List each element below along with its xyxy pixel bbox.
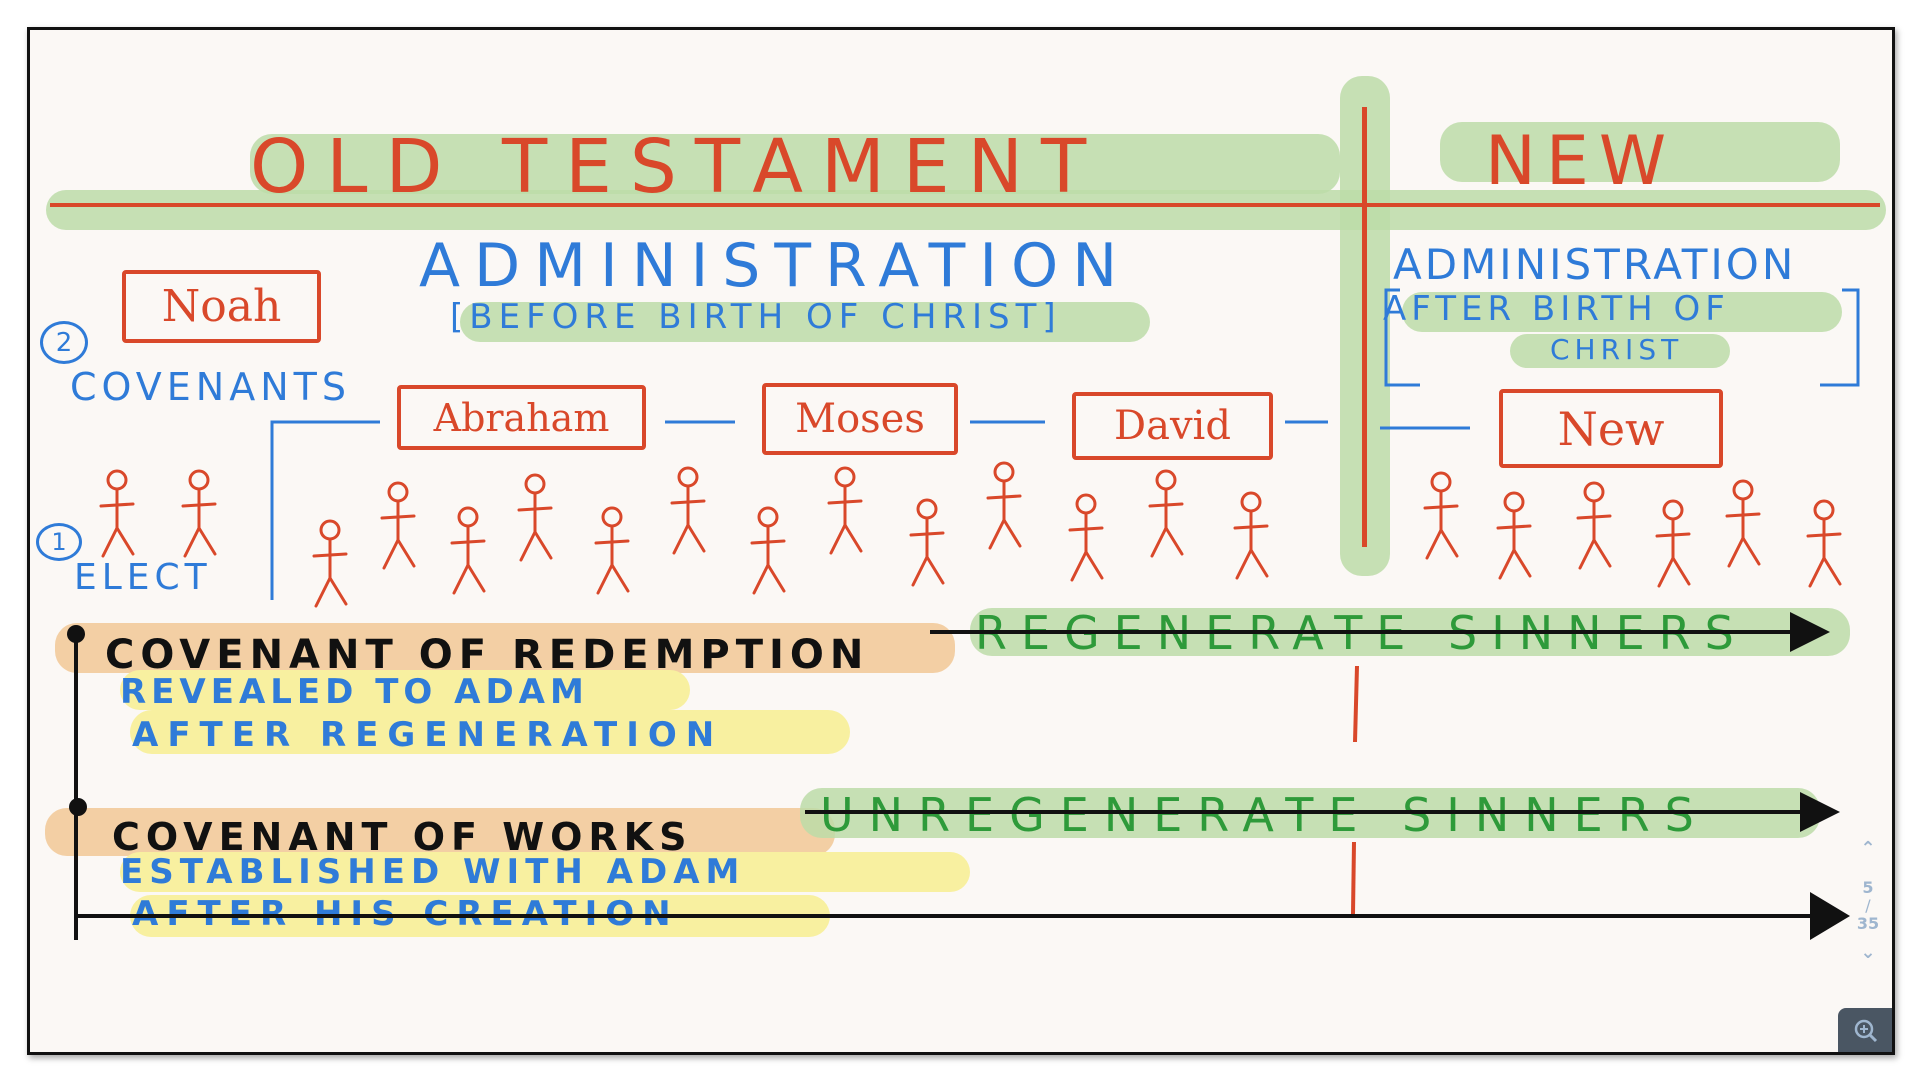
- stick-figure-icon: [670, 466, 706, 555]
- stick-figure-icon: [450, 506, 486, 595]
- noah-box: Noah: [122, 270, 321, 343]
- redemption-highlight: [55, 623, 955, 673]
- stick-figure-icon: [1423, 471, 1459, 560]
- stick-figure-icon: [750, 506, 786, 595]
- new-admin-brackets: [1384, 288, 1860, 387]
- stick-figure-icon: [1233, 491, 1269, 580]
- stick-figure-icon: [517, 473, 553, 562]
- stick-figure-icon: [1496, 491, 1532, 580]
- stick-figure-icon: [986, 461, 1022, 550]
- stick-figure-icon: [1725, 479, 1761, 568]
- current-page: 5: [1862, 878, 1874, 897]
- zoom-button[interactable]: [1838, 1008, 1892, 1052]
- stick-figure-icon: [99, 469, 135, 558]
- era-divider-line: [1362, 107, 1367, 547]
- connector-lines: [270, 420, 1470, 600]
- abraham-box: Abraham: [397, 385, 646, 450]
- stick-figure-icon: [1655, 499, 1691, 588]
- stick-figure-icon: [312, 519, 348, 608]
- next-page-button[interactable]: ⌄: [1860, 942, 1876, 963]
- revealed-highlight: [120, 670, 690, 710]
- covenants-label: COVENANTS: [70, 365, 351, 409]
- testament-divider-line: [50, 203, 1880, 207]
- stick-figure-icon: [181, 469, 217, 558]
- stick-figure-icon: [380, 481, 416, 570]
- total-pages: 35: [1856, 914, 1880, 933]
- stick-figure-icon: [909, 498, 945, 587]
- covenants-number: 2: [40, 321, 88, 364]
- new-administration-label: ADMINISTRATION: [1393, 240, 1797, 289]
- new-admin-note-highlight-2: [1510, 334, 1730, 368]
- stick-figure-icon: [1806, 499, 1842, 588]
- moses-box: Moses: [762, 383, 958, 455]
- stick-figure-icon: [827, 466, 863, 555]
- covenant-of-redemption-title: COVENANT OF REDEMPTION: [105, 632, 870, 678]
- revealed-to-adam-text: REVEALED TO ADAM: [120, 672, 589, 712]
- new-administration-note-line2: CHRIST: [1550, 333, 1684, 366]
- new-title-highlight: [1440, 122, 1840, 182]
- old-testament-title: OLD TESTAMENT: [250, 124, 1105, 210]
- horizontal-highlight: [46, 190, 1886, 230]
- david-box: David: [1072, 392, 1273, 460]
- old-administration-note: [BEFORE BIRTH OF CHRIST]: [450, 297, 1062, 337]
- new-administration-note-line1: AFTER BIRTH OF: [1383, 289, 1730, 329]
- page-separator: /: [1865, 896, 1871, 915]
- stick-figure-icon: [1576, 481, 1612, 570]
- slide-canvas: OLD TESTAMENT NEW ADMINISTRATION [BEFORE…: [27, 27, 1895, 1055]
- established-highlight: [120, 852, 970, 892]
- old-administration-label: ADMINISTRATION: [419, 231, 1132, 301]
- timeline-arrows: [67, 612, 1850, 940]
- old-title-highlight: [250, 134, 1340, 194]
- elect-label: ELECT: [74, 557, 212, 598]
- previous-page-button[interactable]: ⌃: [1860, 838, 1876, 859]
- new-admin-note-highlight: [1402, 292, 1842, 332]
- stick-figure-icon: [1148, 469, 1184, 558]
- after-regeneration-text: AFTER REGENERATION: [132, 715, 724, 755]
- after-regeneration-highlight: [130, 710, 850, 754]
- unregenerate-sinners-label: UNREGENERATE SINNERS: [820, 788, 1709, 842]
- new-testament-title: NEW: [1485, 122, 1677, 201]
- stick-figure-icon: [1068, 493, 1104, 582]
- covenant-of-works-title: COVENANT OF WORKS: [112, 815, 693, 859]
- new-covenant-box: New: [1499, 389, 1723, 468]
- stick-figure-icon: [594, 506, 630, 595]
- zoom-in-icon: [1854, 1019, 1878, 1043]
- old-admin-note-highlight: [460, 302, 1150, 342]
- elect-number: 1: [36, 523, 82, 561]
- established-with-adam-text: ESTABLISHED WITH ADAM: [120, 852, 746, 892]
- works-highlight: [45, 808, 835, 856]
